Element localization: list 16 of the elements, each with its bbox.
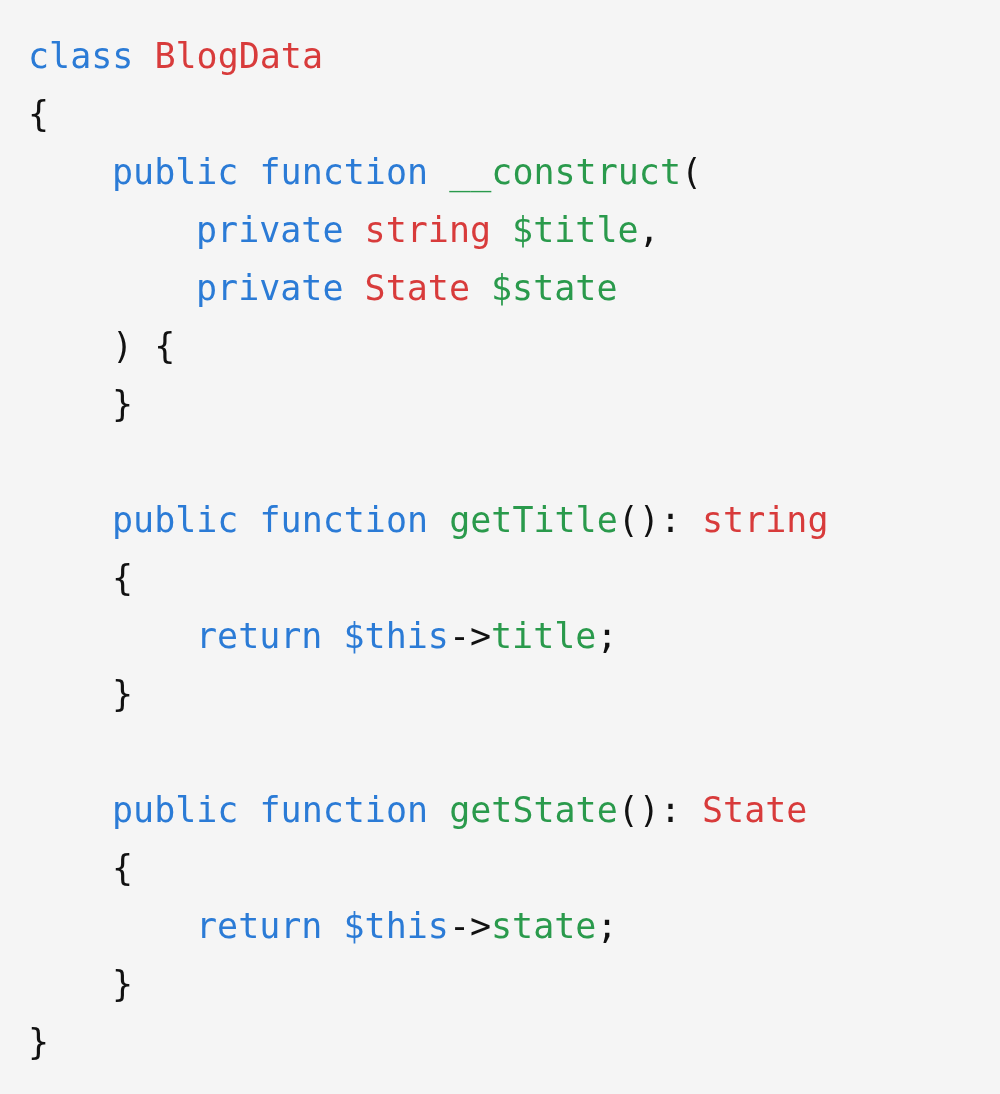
code-line: return $this->title; <box>196 615 618 657</box>
code-line: class BlogData <box>28 35 323 77</box>
code-line: ) { <box>112 325 176 367</box>
code-line: } <box>112 383 134 425</box>
code-line: { <box>28 93 50 135</box>
code-line: private string $title, <box>196 209 660 251</box>
code-line: } <box>112 963 134 1005</box>
code-line: public function getState(): State <box>112 789 808 831</box>
code-line: } <box>28 1021 50 1063</box>
code-line: return $this->state; <box>196 905 618 947</box>
code-line: { <box>112 557 134 599</box>
code-line: } <box>112 673 134 715</box>
code-line: public function getTitle(): string <box>112 499 829 541</box>
code-line: private State $state <box>196 267 618 309</box>
code-line: { <box>112 847 134 889</box>
code-line: public function __construct( <box>112 151 703 193</box>
